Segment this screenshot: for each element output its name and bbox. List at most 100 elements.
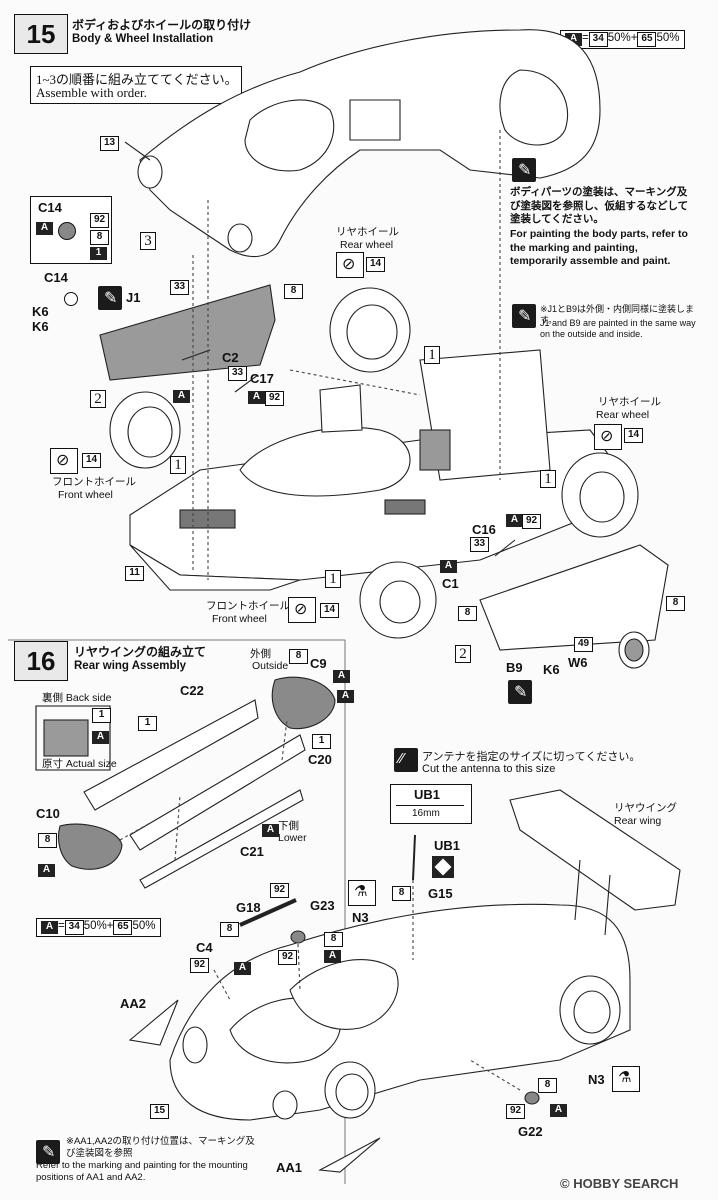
paint-icon-body: ✎	[512, 158, 536, 182]
j1-note-en: J1 and B9 are painted in the same way on…	[540, 318, 696, 339]
eq-sign-16: =	[58, 920, 65, 932]
knife-glyph: ⁄⁄	[399, 750, 405, 767]
pct-2: 50%	[656, 32, 680, 44]
part-92-tag-g22: 92	[506, 1104, 525, 1119]
part-8-tag-c10: 8	[38, 833, 57, 848]
ub1-label: UB1	[434, 838, 461, 853]
part-8-tag-c9: 8	[289, 649, 308, 664]
pct-1-16: 50%	[83, 920, 107, 932]
antenna-length: 16mm	[412, 808, 440, 819]
color-34-badge-16: 34	[64, 920, 84, 935]
c17-label: C17	[250, 371, 274, 386]
paint-icon-j1: ✎	[98, 286, 122, 310]
glue-prohibit-icon-front1: ⊘	[50, 448, 78, 474]
paint-icon-j1-note: ✎	[512, 304, 536, 328]
lower-jp: 下側	[278, 820, 299, 832]
step-16-number: 16	[14, 641, 68, 681]
glue-glyph: ⚗	[354, 883, 368, 900]
no-glue-glyph: ⊘	[600, 428, 614, 445]
k6-label-2: K6	[32, 319, 49, 334]
j1-label: J1	[126, 290, 141, 305]
step-15-title-jp: ボディおよびホイールの取り付け	[72, 18, 252, 32]
front-wheel-jp-1: フロントホイール	[52, 476, 136, 488]
aa-note-jp: ※AA1,AA2の取り付け位置は、マーキング及び塗装図を参照	[66, 1136, 255, 1159]
hobbysearch-watermark: © HOBBY SEARCH	[560, 1176, 678, 1191]
paint-icon-aa: ✎	[36, 1140, 60, 1164]
part-49-tag: 49	[574, 637, 593, 652]
glue-icon-n3-top: ⚗	[348, 880, 376, 906]
part-11-tag: 11	[125, 566, 144, 581]
front-wheel-jp-2: フロントホイール	[206, 600, 290, 612]
ub1-size-label: UB1	[414, 787, 441, 802]
glue-prohibit-icon-front2: ⊘	[288, 597, 316, 623]
order-1-marker-c: 1	[540, 470, 556, 488]
brush-glyph: ✎	[518, 308, 532, 325]
part-a-badge-c9-1: A	[333, 670, 350, 683]
antenna-note-jp: アンテナを指定のサイズに切ってください。	[422, 751, 641, 763]
brush-glyph: ✎	[514, 684, 528, 701]
c2-label: C2	[222, 350, 239, 365]
qty-14-front1: 14	[82, 453, 101, 468]
eq-sign: =	[582, 32, 589, 44]
c14-label-box: C14	[38, 200, 62, 215]
part-33-tag: 33	[170, 280, 189, 295]
g22-label: G22	[518, 1124, 543, 1139]
watermark-site: HOBBY SEARCH	[573, 1176, 679, 1191]
n3-label-bottom: N3	[588, 1072, 605, 1087]
part-1-badge: 1	[90, 247, 107, 260]
order-2-marker: 2	[90, 390, 106, 408]
actual-size-jp: 原寸	[42, 758, 63, 770]
lower-en: Lower	[278, 832, 307, 844]
c14-label: C14	[44, 270, 68, 285]
glue-prohibit-icon-rear1: ⊘	[336, 252, 364, 278]
aa-note-en: Refer to the marking and painting for th…	[36, 1160, 248, 1183]
step-16-title-jp: リヤウイングの組み立て	[74, 645, 207, 659]
no-glue-glyph: ⊘	[342, 256, 356, 273]
qty-14-rear1: 14	[366, 257, 385, 272]
ub1-diamond-icon	[432, 856, 454, 878]
order-1-marker-d: 1	[325, 570, 341, 588]
part-8-tag-g15: 8	[392, 886, 411, 901]
plus-sign: +	[630, 32, 638, 44]
part-33-tag-c2: 33	[228, 366, 247, 381]
step-15-number: 15	[14, 14, 68, 54]
outside-jp: 外側	[250, 648, 271, 660]
copyright-mark: ©	[560, 1176, 570, 1191]
k6-label-1: K6	[32, 304, 49, 319]
b9-label: B9	[506, 660, 523, 675]
paint-icon-b9: ✎	[508, 680, 532, 704]
g18-label: G18	[236, 900, 261, 915]
pct-1: 50%	[607, 32, 631, 44]
color-34-badge: 34	[588, 32, 608, 47]
c21-label: C21	[240, 844, 264, 859]
part-1-tag-c22: 1	[138, 716, 157, 731]
part-8-tag-side: 8	[458, 606, 477, 621]
glue-icon-n3-bottom: ⚗	[612, 1066, 640, 1092]
back-side-jp: 裏側	[42, 692, 63, 704]
k6-label-3: K6	[543, 662, 560, 677]
actual-size-label: 原寸 Actual size	[42, 758, 117, 771]
part-a-badge-back: A	[92, 731, 109, 744]
part-8-tag-g18: 8	[220, 922, 239, 937]
c14-part-sketch	[58, 222, 76, 240]
c10-label: C10	[36, 806, 60, 821]
brush-glyph: ✎	[42, 1144, 56, 1161]
part-a-badge-g23: A	[324, 950, 341, 963]
color-65-badge: 65	[637, 32, 657, 47]
part-a-badge-c21: A	[262, 824, 279, 837]
order-1-marker-a: 1	[170, 456, 186, 474]
diamond-glyph	[434, 858, 452, 876]
c14-ring	[64, 292, 78, 306]
c1-label: C1	[442, 576, 459, 591]
part-a-badge-c1: A	[440, 560, 457, 573]
qty-14-front2: 14	[320, 603, 339, 618]
part-a-badge-c9-2: A	[337, 690, 354, 703]
c22-label: C22	[180, 683, 204, 698]
part-92-tag-c16: 92	[522, 514, 541, 529]
order-2-marker-b: 2	[455, 645, 471, 663]
part-8-tag-g23: 8	[324, 932, 343, 947]
part-15-tag: 15	[150, 1104, 169, 1119]
part-92-tag-c17: 92	[265, 391, 284, 406]
c9-label: C9	[310, 656, 327, 671]
